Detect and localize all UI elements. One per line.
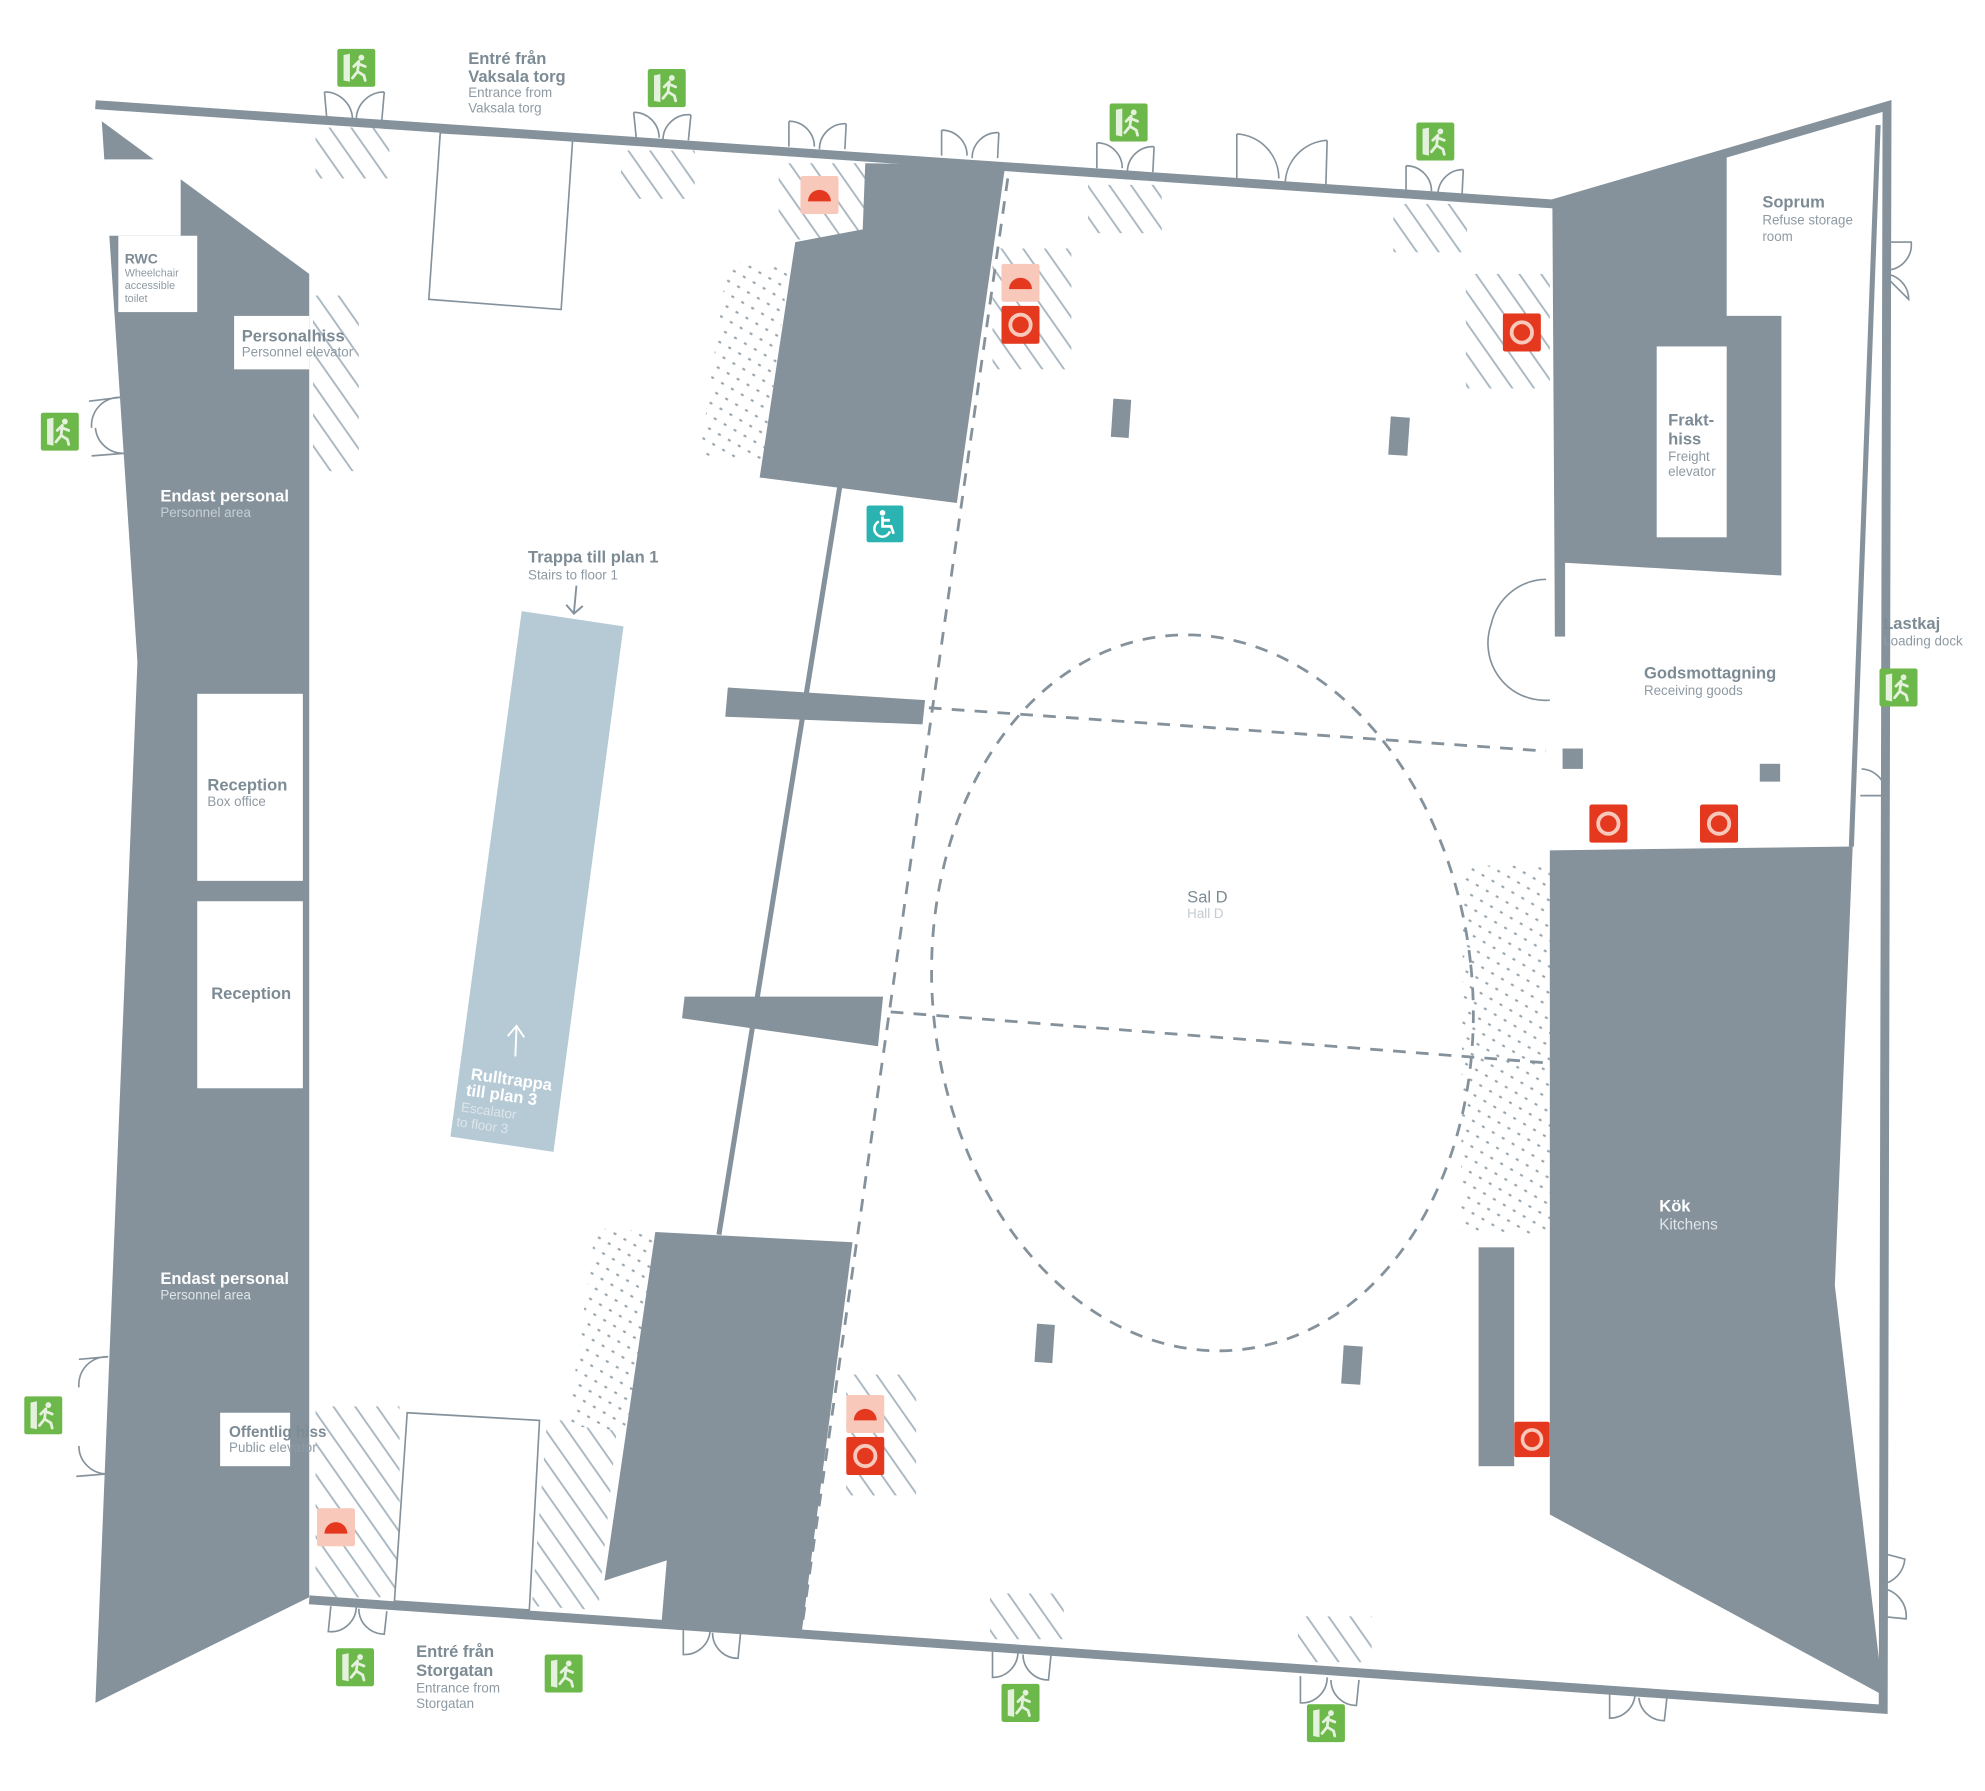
- emergency-exit-icon: [544, 1654, 583, 1693]
- emergency-exit-icon: [1879, 668, 1918, 707]
- label-title: Reception: [211, 984, 291, 1003]
- emergency-exit-icon: [1306, 1704, 1345, 1743]
- label-subtitle: Entrance from: [468, 85, 552, 100]
- label-vaksala-entrance: Entré från Vaksala torg Entrance from Va…: [468, 49, 565, 115]
- label-subtitle: Loading dock: [1883, 633, 1963, 648]
- fire-extinguisher-icon: [1589, 804, 1628, 843]
- hall-d-outline: [800, 178, 1547, 1630]
- label-subtitle: room: [1762, 229, 1792, 244]
- label-title: Offentlig hiss: [229, 1424, 326, 1441]
- label-title: Kök: [1659, 1197, 1691, 1216]
- label-subtitle: Storgatan: [416, 1696, 474, 1711]
- label-title: Vaksala torg: [468, 67, 565, 86]
- label-title: Endast personal: [160, 1269, 289, 1288]
- doors: [76, 91, 1913, 1722]
- fire-extinguisher-icon: [1502, 313, 1541, 352]
- label-title: Endast personal: [160, 487, 289, 506]
- floor-area: [95, 104, 1888, 1710]
- label-subtitle: Receiving goods: [1644, 683, 1743, 698]
- emergency-exit-icon: [647, 69, 686, 108]
- label-subtitle: Personnel area: [160, 505, 251, 520]
- label-subtitle: Freight: [1668, 449, 1710, 464]
- label-personnel-elevator: Personalhiss Personnel elevator: [242, 326, 354, 359]
- arrow-down-icon: [565, 585, 584, 616]
- label-subtitle: Kitchens: [1659, 1217, 1718, 1234]
- wheelchair-icon: [866, 505, 904, 543]
- label-subtitle: Wheelchair: [125, 267, 179, 279]
- fire-alarm-icon: [1001, 263, 1040, 302]
- label-title: Frakt-: [1668, 410, 1714, 429]
- label-subtitle: to floor 3: [456, 1114, 510, 1136]
- label-public-elevator: Offentlig hiss Public elevator: [229, 1424, 326, 1455]
- fire-alarm-icon: [846, 1394, 885, 1434]
- emergency-exit-icon: [335, 1648, 375, 1687]
- label-subtitle: elevator: [1668, 464, 1716, 479]
- label-subtitle: Stairs to floor 1: [528, 567, 618, 582]
- emergency-exit-icon: [1416, 122, 1455, 161]
- label-title: Trappa till plan 1: [528, 548, 658, 567]
- label-subtitle: Hall D: [1187, 906, 1224, 921]
- label-subtitle: Public elevator: [229, 1440, 317, 1455]
- label-title: RWC: [125, 251, 158, 267]
- stippled-areas: [567, 261, 1553, 1432]
- interior-wall: [716, 486, 843, 1236]
- emergency-exit-icon: [1001, 1683, 1040, 1722]
- label-personnel-area-bottom: Endast personal Personnel area: [160, 1269, 289, 1302]
- label-rwc: RWC Wheelchair accessible toilet: [125, 251, 179, 305]
- label-title: Reception: [207, 776, 287, 795]
- label-title: Entré från: [416, 1642, 494, 1661]
- label-reception-box-office: Reception Box office: [207, 776, 287, 809]
- label-receiving-goods: Godsmottagning Receiving goods: [1644, 664, 1776, 699]
- label-subtitle: Escalator: [460, 1099, 518, 1122]
- interior-wall: [1848, 124, 1881, 847]
- emergency-exit-icon: [24, 1396, 63, 1435]
- label-title: Soprum: [1762, 193, 1824, 212]
- label-subtitle: Refuse storage: [1762, 212, 1853, 227]
- label-stairs: Trappa till plan 1 Stairs to floor 1: [528, 548, 658, 583]
- label-kitchens: Kök Kitchens: [1659, 1197, 1718, 1234]
- fire-extinguisher-icon: [1514, 1421, 1550, 1458]
- label-title: Sal D: [1187, 887, 1227, 906]
- label-subtitle: Box office: [207, 794, 265, 809]
- rooms: [104, 131, 1727, 1611]
- label-storgatan-entrance: Entré från Storgatan Entrance from Storg…: [416, 1642, 500, 1711]
- label-subtitle: Personnel elevator: [242, 345, 354, 360]
- label-subtitle: accessible: [125, 280, 175, 292]
- arrow-up-icon: [506, 1024, 526, 1057]
- label-subtitle: Vaksala torg: [468, 100, 541, 115]
- label-title: Entré från: [468, 49, 546, 68]
- label-title: Lastkaj: [1883, 614, 1940, 633]
- label-loading-dock: Lastkaj Loading dock: [1883, 614, 1963, 649]
- label-title: Storgatan: [416, 1661, 493, 1680]
- label-title: Personalhiss: [242, 326, 345, 345]
- label-reception: Reception: [211, 984, 291, 1003]
- label-freight-elevator: Frakt- hiss Freight elevator: [1668, 410, 1716, 479]
- label-hall-d: Sal D Hall D: [1187, 887, 1227, 920]
- fire-extinguisher-icon: [1699, 804, 1739, 843]
- outer-wall: [95, 100, 1892, 1714]
- fire-extinguisher-icon: [1001, 305, 1040, 344]
- label-title: Godsmottagning: [1644, 664, 1776, 683]
- fire-extinguisher-icon: [846, 1436, 885, 1476]
- fire-alarm-icon: [316, 1508, 356, 1547]
- label-subtitle: Entrance from: [416, 1681, 500, 1696]
- label-subtitle: Personnel area: [160, 1287, 251, 1302]
- emergency-exit-icon: [337, 48, 376, 87]
- emergency-exit-icon: [40, 412, 79, 451]
- label-personnel-area-top: Endast personal Personnel area: [160, 487, 289, 520]
- emergency-exit-icon: [1109, 103, 1148, 142]
- fire-alarm-icon: [800, 175, 839, 215]
- entrance-hatch-areas: [313, 127, 1550, 1663]
- label-title: hiss: [1668, 429, 1701, 448]
- escalator: [450, 611, 624, 1152]
- label-refuse-room: Soprum Refuse storage room: [1762, 193, 1853, 244]
- label-subtitle: toilet: [125, 293, 148, 305]
